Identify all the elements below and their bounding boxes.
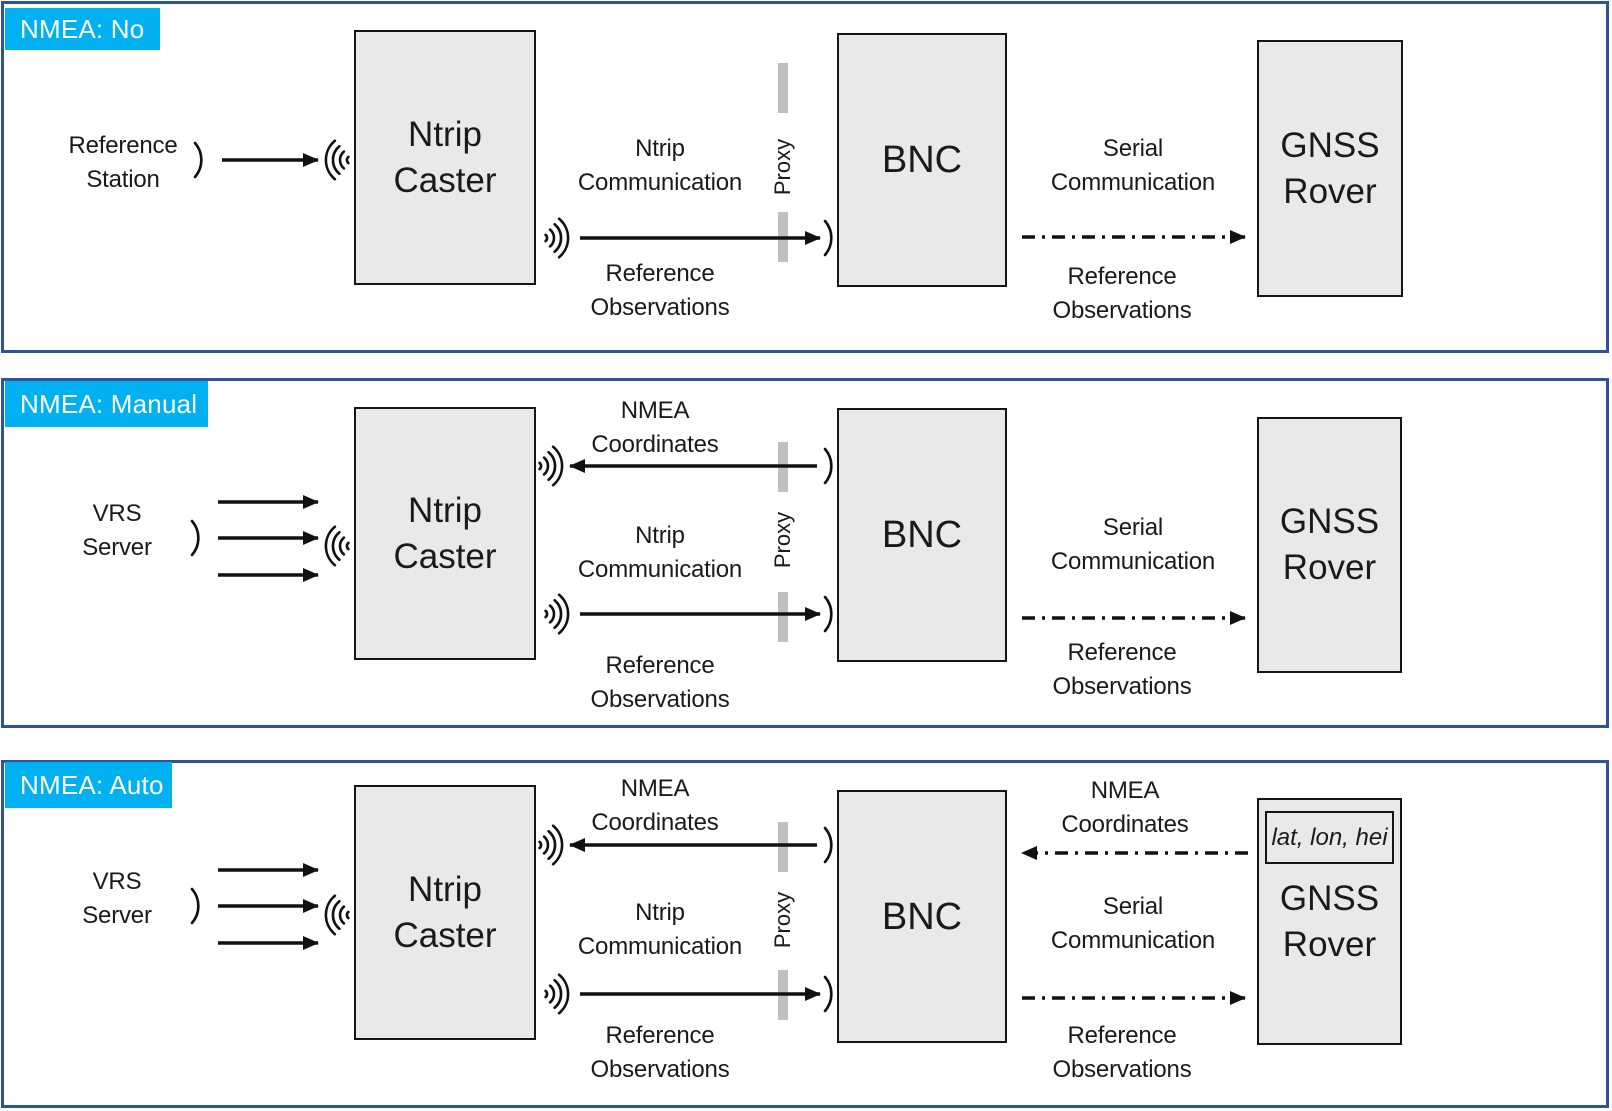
gnss-rover-box: lat, lon, hei GNSS Rover	[1257, 798, 1402, 1045]
gnss-rover-box: GNSS Rover	[1257, 40, 1403, 297]
serial-communication-label: Serial Communication	[1050, 135, 1216, 196]
ntrip-communication-label: Ntrip Communication	[577, 899, 743, 960]
bnc-box: BNC	[837, 790, 1007, 1043]
reference-observations-label: Reference Observations	[1052, 639, 1192, 700]
reference-observations-label: Reference Observations	[1052, 263, 1192, 324]
reference-observations-label: Reference Observations	[590, 260, 730, 321]
bnc-box: BNC	[837, 408, 1007, 662]
panel-tag-text: NMEA: Auto	[20, 769, 164, 800]
rover-coordinates-box: lat, lon, hei	[1265, 811, 1394, 864]
panel-frame	[1, 760, 1609, 1108]
proxy-label: Proxy	[770, 891, 795, 949]
ntrip-caster-box: Ntrip Caster	[354, 30, 536, 285]
reference-observations-label: Reference Observations	[590, 1022, 730, 1083]
ntrip-caster-box: Ntrip Caster	[354, 785, 536, 1040]
reference-station-label: Reference Station	[68, 132, 178, 193]
nmea-coordinates-label: NMEA Coordinates	[591, 775, 719, 836]
reference-observations-label: Reference Observations	[590, 652, 730, 713]
panel-tag-text: NMEA: No	[20, 13, 145, 44]
panel-frame	[1, 1, 1609, 353]
rover-box-label: GNSS Rover	[1279, 878, 1380, 964]
panel-tag: NMEA: Auto	[5, 762, 172, 808]
panel-frame	[1, 378, 1609, 728]
serial-communication-label: Serial Communication	[1050, 514, 1216, 575]
ntrip-caster-box: Ntrip Caster	[354, 407, 536, 660]
vrs-server-label: VRS Server	[82, 500, 152, 561]
panel-tag-text: NMEA: Manual	[20, 388, 198, 419]
nmea-coordinates-label: NMEA Coordinates	[591, 397, 719, 458]
panel-tag: NMEA: Manual	[5, 381, 208, 427]
serial-communication-label: Serial Communication	[1050, 893, 1216, 954]
nmea-coordinates-label: NMEA Coordinates	[1061, 777, 1189, 838]
reference-observations-label: Reference Observations	[1052, 1022, 1192, 1083]
panel-tag: NMEA: No	[5, 8, 160, 50]
ntrip-communication-label: Ntrip Communication	[577, 522, 743, 583]
gnss-rover-box: GNSS Rover	[1257, 417, 1402, 673]
bnc-box: BNC	[837, 33, 1007, 287]
ntrip-communication-label: Ntrip Communication	[577, 135, 743, 196]
vrs-server-label: VRS Server	[82, 868, 152, 929]
